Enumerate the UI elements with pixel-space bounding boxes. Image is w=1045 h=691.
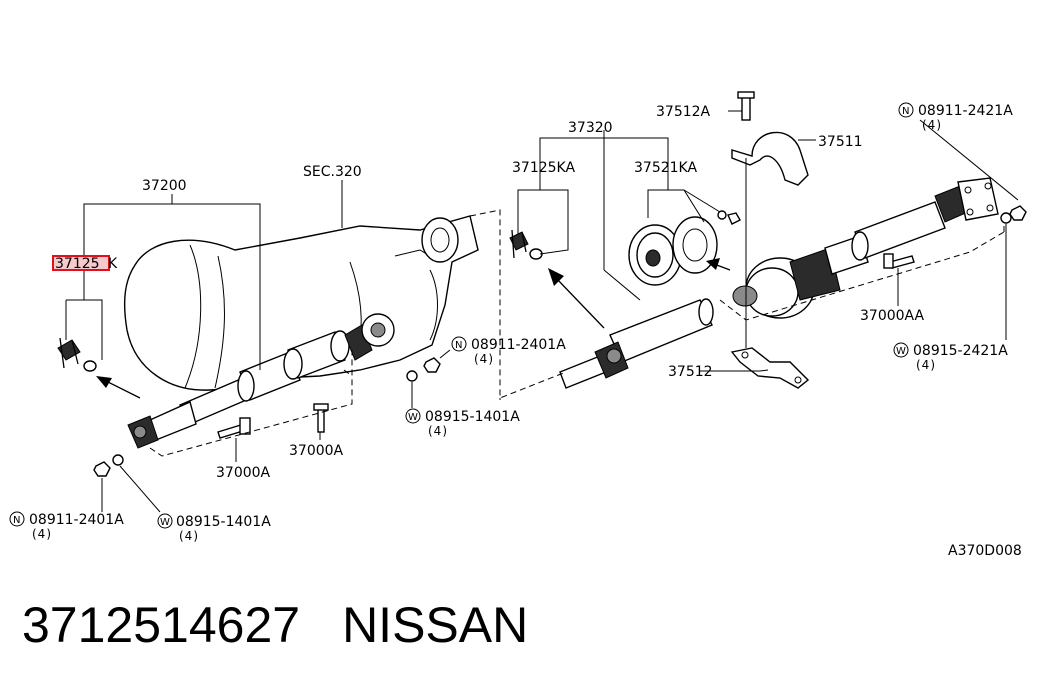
label-37521ka: 37521KA [634, 160, 697, 176]
label-37000aa: 37000AA [860, 308, 925, 324]
label-37200: 37200 [142, 178, 187, 194]
label-37512: 37512 [668, 364, 713, 380]
front-propeller-shaft [127, 313, 395, 449]
nut-mid [406, 357, 441, 382]
bolt-37000a-mid [313, 403, 329, 433]
center-bearing-bracket-top [731, 91, 809, 186]
center-propeller-shaft [559, 210, 741, 389]
part-number: 3712514627 [22, 597, 301, 653]
nut-right [1000, 205, 1027, 224]
highlight-37125 [52, 255, 110, 271]
label-37511: 37511 [818, 134, 863, 150]
label-sec320: SEC.320 [303, 164, 362, 180]
badge-n-right [898, 102, 914, 118]
dashed-assembly-lines [149, 209, 1005, 457]
label-37000a-mid: 37000A [289, 443, 344, 459]
label-nut-right-qty: (4) [922, 118, 942, 132]
label-washer-left: 08915-1401A [176, 514, 271, 530]
badge-n-mid-text: N [455, 340, 462, 351]
label-washer-right: 08915-2421A [913, 343, 1008, 359]
bolt-37000a-left [217, 417, 251, 439]
label-37125ka: 37125KA [512, 160, 575, 176]
label-nut-left-qty: (4) [32, 527, 52, 541]
universal-joint-left [57, 337, 97, 372]
badge-n-right-text: N [902, 106, 909, 117]
nut-left [93, 454, 124, 477]
label-nut-mid: 08911-2401A [471, 337, 566, 353]
badge-n-mid [451, 336, 467, 352]
center-bearing-bracket-bottom [730, 347, 810, 389]
badge-w-left-text: W [160, 517, 170, 528]
label-washer-mid: 08915-1401A [425, 409, 520, 425]
label-37512a: 37512A [656, 104, 711, 120]
label-washer-left-qty: (4) [179, 529, 199, 543]
part-labels: 37200 SEC.320 37125 K 37320 37125KA 3752… [55, 104, 1022, 559]
label-37125-suffix: K [108, 256, 118, 272]
bolt-37000aa [883, 253, 915, 269]
part-caption: 3712514627 NISSAN [22, 596, 528, 654]
leader-lines [65, 110, 1019, 513]
label-nut-mid-qty: (4) [474, 352, 494, 366]
badge-n-left [9, 511, 25, 527]
universal-joint-center [509, 229, 543, 260]
badge-w-mid [405, 408, 421, 424]
label-37000a-left: 37000A [216, 465, 271, 481]
badge-w-right-text: W [896, 346, 906, 357]
assembly-arrows [96, 258, 731, 399]
badge-n-left-text: N [13, 515, 20, 526]
label-37320: 37320 [568, 120, 613, 136]
label-37125-highlighted: 37125 [55, 256, 100, 272]
label-ref-code: A370D008 [948, 543, 1022, 559]
label-washer-mid-qty: (4) [428, 424, 448, 438]
brand-name: NISSAN [342, 597, 529, 653]
badge-w-right [893, 342, 909, 358]
fastener-labels: N 08911-2401A (4) W 08915-1401A (4) N 08… [9, 102, 1013, 543]
label-nut-left: 08911-2401A [29, 512, 124, 528]
rear-propeller-shaft [732, 177, 999, 319]
badge-w-mid-text: W [408, 412, 418, 423]
label-nut-right: 08911-2421A [918, 103, 1013, 119]
badge-w-left [157, 513, 173, 529]
label-washer-right-qty: (4) [916, 358, 936, 372]
